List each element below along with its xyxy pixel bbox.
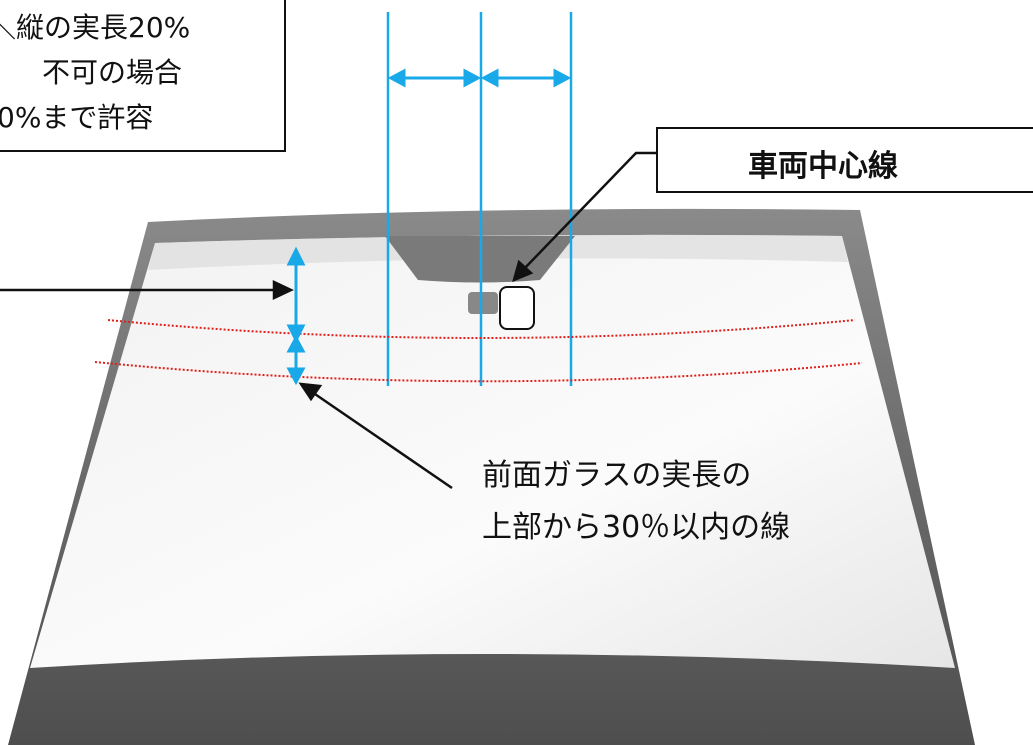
- note-line-2: 不可の場合: [42, 56, 183, 89]
- sensor-pointer-arrow-icon: [512, 151, 658, 283]
- upper-area-label-line-1: 前面ガラスの実長の: [482, 458, 752, 493]
- note-line-1: ＼縦の実長20%: [0, 11, 191, 44]
- windshield-glass: [30, 234, 955, 668]
- left-pointer-arrow-icon: [0, 280, 294, 300]
- upper-dotted-line: [107, 319, 856, 339]
- lower-dotted-line: [94, 361, 863, 383]
- right-width-arrow-icon: [480, 68, 572, 88]
- note-box: ＼縦の実長20% 不可の場合 0%まで許容: [0, 0, 286, 152]
- upper-height-arrow-icon: [286, 246, 306, 344]
- left-width-arrow-icon: [387, 68, 482, 88]
- sensor-icon: [499, 286, 535, 330]
- mirror-bracket: [468, 292, 498, 314]
- lower-height-arrow-icon: [286, 334, 306, 386]
- center-line-label: 車両中心線: [748, 149, 898, 184]
- upper-area-label-line-2: 上部から30％以内の線: [482, 510, 791, 545]
- center-line-label-box: 車両中心線: [656, 127, 1033, 193]
- note-line-3: 0%まで許容: [0, 101, 154, 134]
- bottom-line-pointer-arrow-icon: [298, 382, 453, 490]
